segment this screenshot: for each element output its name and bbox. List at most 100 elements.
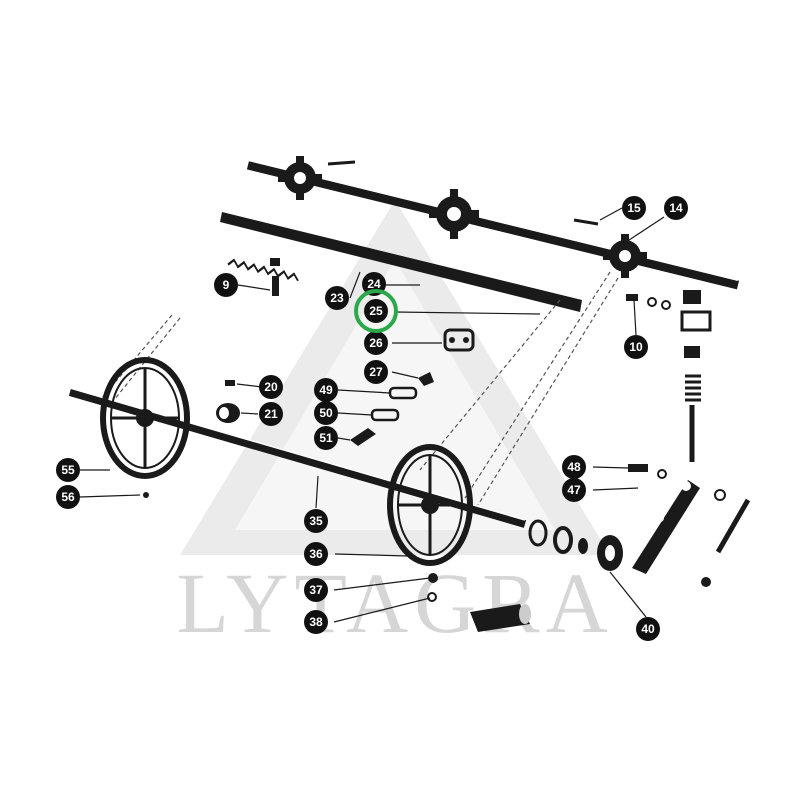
- callout-marker: [562, 455, 586, 479]
- callout-label: 50: [319, 406, 333, 420]
- callout-26: 26: [364, 331, 388, 355]
- crank-arm: [632, 480, 700, 574]
- watermark-text: LYTAGRA: [176, 555, 613, 651]
- callout-label: 14: [669, 201, 683, 215]
- callout-marker: [304, 578, 328, 602]
- bushing-21: [216, 403, 240, 423]
- callout-marker: [364, 360, 388, 384]
- callout-marker: [56, 485, 80, 509]
- spring-assembly: [684, 346, 701, 462]
- sprocket-40: [597, 535, 623, 571]
- callout-label: 40: [641, 622, 655, 636]
- callout-21: 21: [259, 402, 283, 426]
- bar-body: [220, 212, 582, 312]
- callout-49: 49: [314, 378, 338, 402]
- callout-56: 56: [56, 485, 80, 509]
- callout-marker: [304, 542, 328, 566]
- callout-marker: [664, 196, 688, 220]
- serrated-bar: [220, 212, 582, 312]
- callout-25: 25: [364, 299, 388, 323]
- callout-label: 15: [627, 201, 641, 215]
- callout-marker: [259, 375, 283, 399]
- chain-link-26: [443, 328, 475, 352]
- callout-36: 36: [304, 542, 328, 566]
- link-27: [418, 372, 434, 386]
- callout-label: 24: [367, 277, 381, 291]
- callout-marker: [314, 426, 338, 450]
- callout-label: 20: [264, 380, 278, 394]
- callout-40: 40: [636, 617, 660, 641]
- nut-14: [680, 290, 712, 332]
- callout-label: 49: [319, 383, 333, 397]
- upper-sprocket-left: [278, 156, 322, 200]
- callout-label: 26: [369, 336, 383, 350]
- upper-shaft: [246, 160, 740, 290]
- callout-50: 50: [314, 401, 338, 425]
- bolt-9: [270, 258, 280, 296]
- callout-marker: [56, 458, 80, 482]
- callout-marker: [314, 401, 338, 425]
- bar-teeth: [227, 258, 299, 282]
- callout-marker: [325, 286, 349, 310]
- callout-marker: [304, 610, 328, 634]
- callout-label: 37: [309, 583, 323, 597]
- link-51: [350, 428, 376, 446]
- callout-9: 9: [214, 273, 238, 297]
- lower-wheel-right: [387, 444, 473, 566]
- callout-27: 27: [364, 360, 388, 384]
- callout-marker: [364, 331, 388, 355]
- callout-38: 38: [304, 610, 328, 634]
- pin-15: [573, 218, 599, 226]
- callout-marker: [259, 402, 283, 426]
- callout-label: 10: [629, 340, 643, 354]
- seals-washers: [528, 519, 623, 571]
- callout-label: 23: [330, 291, 344, 305]
- callout-label: 27: [369, 365, 383, 379]
- small-parts: [143, 218, 751, 632]
- callout-label: 51: [319, 431, 333, 445]
- upper-shaft-highlight: [247, 159, 739, 281]
- callout-23: 23: [325, 286, 349, 310]
- tie-rod: [701, 489, 751, 587]
- callout-marker: [314, 378, 338, 402]
- lower-shaft-assembly: [68, 357, 527, 566]
- callout-10: 10: [624, 335, 648, 359]
- callout-label: 21: [264, 407, 278, 421]
- callout-55: 55: [56, 458, 80, 482]
- upper-shaft-assembly: [246, 156, 740, 290]
- callout-marker: [304, 509, 328, 533]
- bolt-48: [628, 464, 667, 479]
- callout-35: 35: [304, 509, 328, 533]
- callout-label: 38: [309, 615, 323, 629]
- callout-marker: [622, 196, 646, 220]
- callout-label: 36: [309, 547, 323, 561]
- callout-48: 48: [562, 455, 586, 479]
- nut-37: [428, 573, 438, 583]
- upper-sprocket-middle: [429, 189, 479, 239]
- callout-20: 20: [259, 375, 283, 399]
- callout-label: 55: [61, 463, 75, 477]
- callout-14: 14: [664, 196, 688, 220]
- bolt-10: [626, 294, 671, 310]
- callout-marker: [636, 617, 660, 641]
- callout-47: 47: [562, 478, 586, 502]
- watermark: LYTAGRA: [176, 200, 613, 651]
- callout-label: 9: [223, 278, 230, 292]
- pin-20: [225, 380, 235, 386]
- callout-marker: [364, 299, 388, 323]
- callout-label: 48: [567, 460, 581, 474]
- callout-label: 25: [369, 304, 383, 318]
- highlight-ring: [354, 289, 398, 333]
- callout-label: 35: [309, 514, 323, 528]
- upper-sprocket-right: [603, 234, 647, 278]
- screw-56: [143, 492, 149, 498]
- pin-upper: [327, 160, 356, 166]
- bolt-38: [427, 592, 437, 602]
- callout-marker: [562, 478, 586, 502]
- callout-marker: [214, 273, 238, 297]
- callout-layer: 9 10 14 15 20 21 23 24 25 26 27 35 36 37 38 40 47 48 49 50 5…: [56, 196, 688, 641]
- lower-wheel-left: [100, 357, 190, 479]
- callout-label: 47: [567, 483, 581, 497]
- callout-label: 56: [61, 490, 75, 504]
